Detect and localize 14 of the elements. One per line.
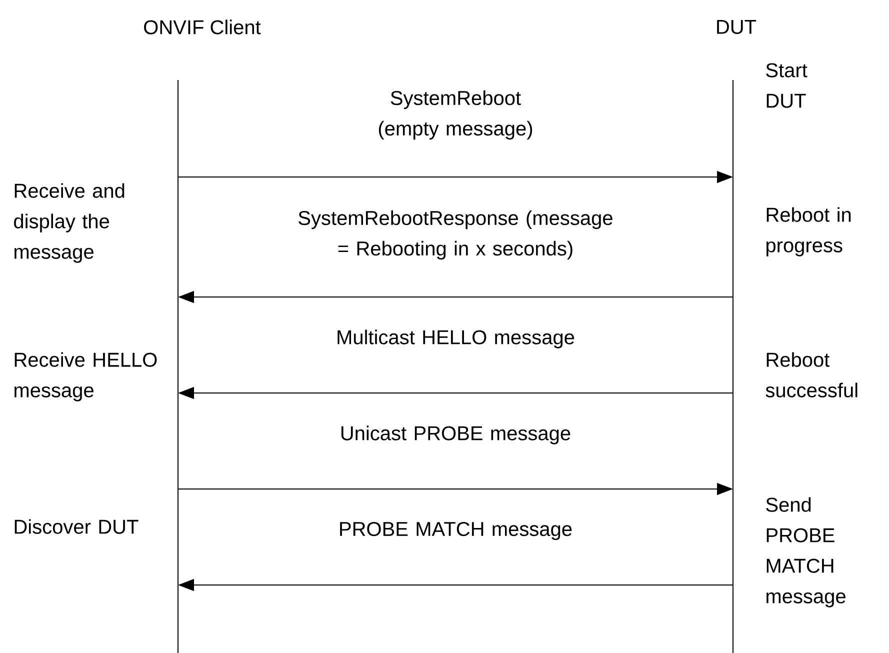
note-text: Discover DUT bbox=[14, 519, 138, 534]
note-text: Reboot successful bbox=[766, 352, 858, 398]
note-text: Send PROBE MATCH message bbox=[766, 497, 846, 608]
note-text: Reboot in progress bbox=[766, 207, 851, 256]
participant-label: ONVIF Client bbox=[144, 20, 261, 34]
note-text: Receive and display the message bbox=[14, 183, 124, 263]
edge-label: Multicast HELLO message bbox=[338, 330, 574, 348]
edge-label: SystemRebootResponse (message = Rebooting in x seconds) bbox=[298, 210, 612, 260]
edge-label: PROBE MATCH message bbox=[340, 522, 572, 540]
edge-label: Unicast PROBE message bbox=[341, 426, 570, 444]
participant-label: DUT bbox=[717, 20, 756, 34]
note-text: Receive HELLO message bbox=[14, 352, 157, 402]
note-text: Start DUT bbox=[766, 63, 808, 108]
edge-label: SystemReboot (empty message) bbox=[378, 90, 532, 140]
